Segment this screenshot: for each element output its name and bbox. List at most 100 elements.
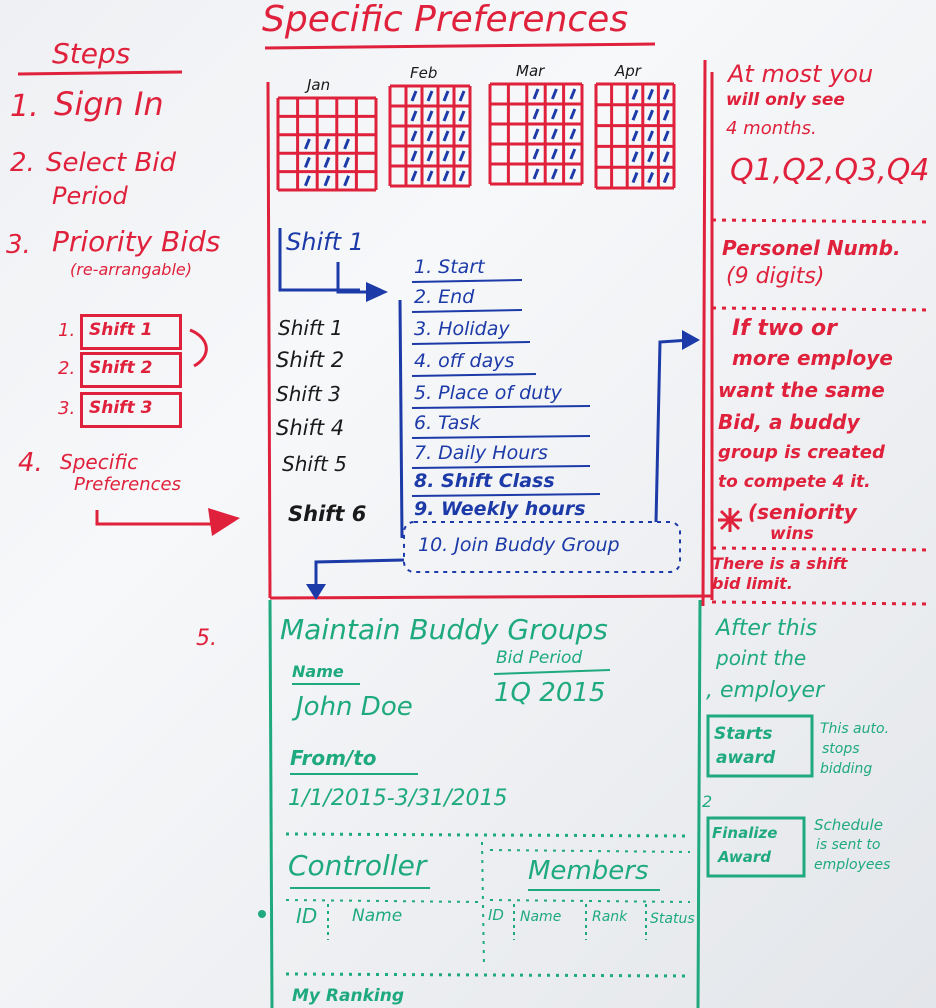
day-mark bbox=[458, 90, 466, 102]
day-mark bbox=[569, 168, 577, 180]
day-mark bbox=[323, 156, 331, 168]
month-calendar-grid[interactable] bbox=[488, 82, 584, 186]
day-mark bbox=[426, 130, 434, 142]
step-2-label-2: Period bbox=[52, 182, 128, 210]
day-mark bbox=[410, 170, 418, 182]
day-mark bbox=[662, 151, 670, 163]
bid-period-label: Bid Period bbox=[496, 648, 583, 668]
option-item[interactable]: 7. Daily Hours bbox=[414, 442, 548, 464]
members-col-name: Name bbox=[520, 909, 562, 925]
step-3-label: Priority Bids bbox=[52, 225, 221, 258]
step-1-label: Sign In bbox=[54, 85, 164, 123]
down-arrow-head bbox=[306, 584, 326, 600]
notes-sep-2 bbox=[711, 306, 931, 312]
priority-item-2[interactable]: Shift 2 bbox=[80, 352, 182, 388]
day-mark bbox=[304, 156, 311, 168]
members-col-status: Status bbox=[650, 911, 695, 927]
steps-heading: Steps bbox=[52, 37, 131, 70]
day-mark bbox=[343, 138, 350, 150]
option-item[interactable]: 2. End bbox=[414, 286, 475, 308]
day-mark bbox=[532, 88, 540, 100]
day-mark bbox=[569, 128, 577, 140]
finalize-award-box bbox=[706, 816, 806, 878]
notes-sep-1 bbox=[711, 218, 931, 224]
month-calendar-grid[interactable] bbox=[388, 84, 472, 188]
day-mark bbox=[442, 90, 450, 102]
seniority-star bbox=[718, 508, 742, 532]
option-item[interactable]: 3. Holiday bbox=[414, 318, 510, 340]
join-buddy-group-option[interactable]: 10. Join Buddy Group bbox=[418, 534, 620, 556]
notes-sep-3 bbox=[711, 546, 931, 552]
shift-item[interactable]: Shift 5 bbox=[282, 452, 347, 476]
starts-award-box bbox=[706, 714, 814, 778]
day-mark bbox=[647, 130, 654, 142]
red-frame-left bbox=[266, 81, 272, 599]
priority-item-3[interactable]: Shift 3 bbox=[80, 392, 182, 428]
day-mark bbox=[442, 130, 450, 142]
day-mark bbox=[662, 88, 670, 100]
priority-item-1[interactable]: Shift 1 bbox=[80, 314, 182, 350]
green-sep-1 bbox=[285, 832, 691, 838]
day-mark bbox=[343, 175, 350, 187]
day-mark bbox=[631, 151, 639, 163]
shift-item[interactable]: Shift 2 bbox=[276, 348, 345, 372]
day-mark bbox=[647, 172, 654, 184]
day-mark bbox=[569, 88, 577, 100]
day-mark bbox=[426, 170, 434, 182]
bid-period-value: 1Q 2015 bbox=[494, 678, 606, 708]
step-2-label: Select Bid bbox=[46, 148, 177, 178]
day-mark bbox=[304, 138, 311, 150]
title-underline bbox=[264, 42, 656, 50]
controller-col-name: Name bbox=[352, 906, 403, 926]
shift-item[interactable]: Shift 4 bbox=[276, 416, 345, 440]
from-to-value: 1/1/2015-3/31/2015 bbox=[288, 786, 508, 811]
day-mark bbox=[343, 156, 350, 168]
shift-item[interactable]: Shift 1 bbox=[278, 316, 343, 340]
day-mark bbox=[569, 108, 577, 120]
red-frame-bottom bbox=[269, 594, 713, 600]
members-title: Members bbox=[528, 856, 649, 886]
day-mark bbox=[426, 150, 434, 162]
day-mark bbox=[532, 108, 540, 120]
day-mark bbox=[551, 168, 558, 180]
day-mark bbox=[631, 130, 639, 142]
option-item[interactable]: 8. Shift Class bbox=[414, 470, 555, 492]
day-mark bbox=[532, 128, 540, 140]
steps-underline bbox=[17, 70, 183, 76]
option-item[interactable]: 4. off days bbox=[414, 350, 515, 372]
shift-item[interactable]: Shift 3 bbox=[276, 382, 341, 406]
green-sep-2 bbox=[285, 972, 691, 978]
day-mark bbox=[426, 90, 434, 102]
day-mark bbox=[410, 90, 418, 102]
step-4-label: Specific bbox=[60, 450, 139, 474]
buddy-section-title: Maintain Buddy Groups bbox=[280, 613, 608, 646]
day-mark bbox=[323, 138, 331, 150]
shift-arrow-line bbox=[336, 262, 372, 294]
options-vertical bbox=[398, 299, 404, 539]
controller-col-id: ID bbox=[296, 904, 318, 928]
day-mark bbox=[631, 109, 639, 121]
buddy-option-box bbox=[403, 521, 681, 573]
day-mark bbox=[662, 109, 670, 121]
shift-item[interactable]: Shift 6 bbox=[288, 502, 367, 526]
day-mark bbox=[631, 172, 639, 184]
controller-sep bbox=[285, 899, 481, 903]
reorder-arrow bbox=[189, 328, 208, 368]
step4-arrow-line bbox=[95, 510, 218, 526]
month-calendar-grid[interactable] bbox=[594, 82, 676, 190]
day-mark bbox=[442, 110, 450, 122]
day-mark bbox=[532, 148, 540, 160]
option-item[interactable]: 6. Task bbox=[414, 412, 481, 434]
option-item[interactable]: 5. Place of duty bbox=[414, 382, 562, 404]
day-mark bbox=[458, 110, 466, 122]
shift-arrow-head bbox=[366, 282, 388, 302]
members-col-rank: Rank bbox=[592, 909, 628, 925]
day-mark bbox=[426, 110, 434, 122]
day-mark bbox=[631, 88, 639, 100]
option-item[interactable]: 9. Weekly hours bbox=[414, 498, 586, 520]
option-item[interactable]: 1. Start bbox=[414, 256, 485, 278]
members-sep bbox=[489, 899, 691, 903]
day-mark bbox=[442, 170, 450, 182]
month-calendar-grid[interactable] bbox=[276, 96, 378, 192]
